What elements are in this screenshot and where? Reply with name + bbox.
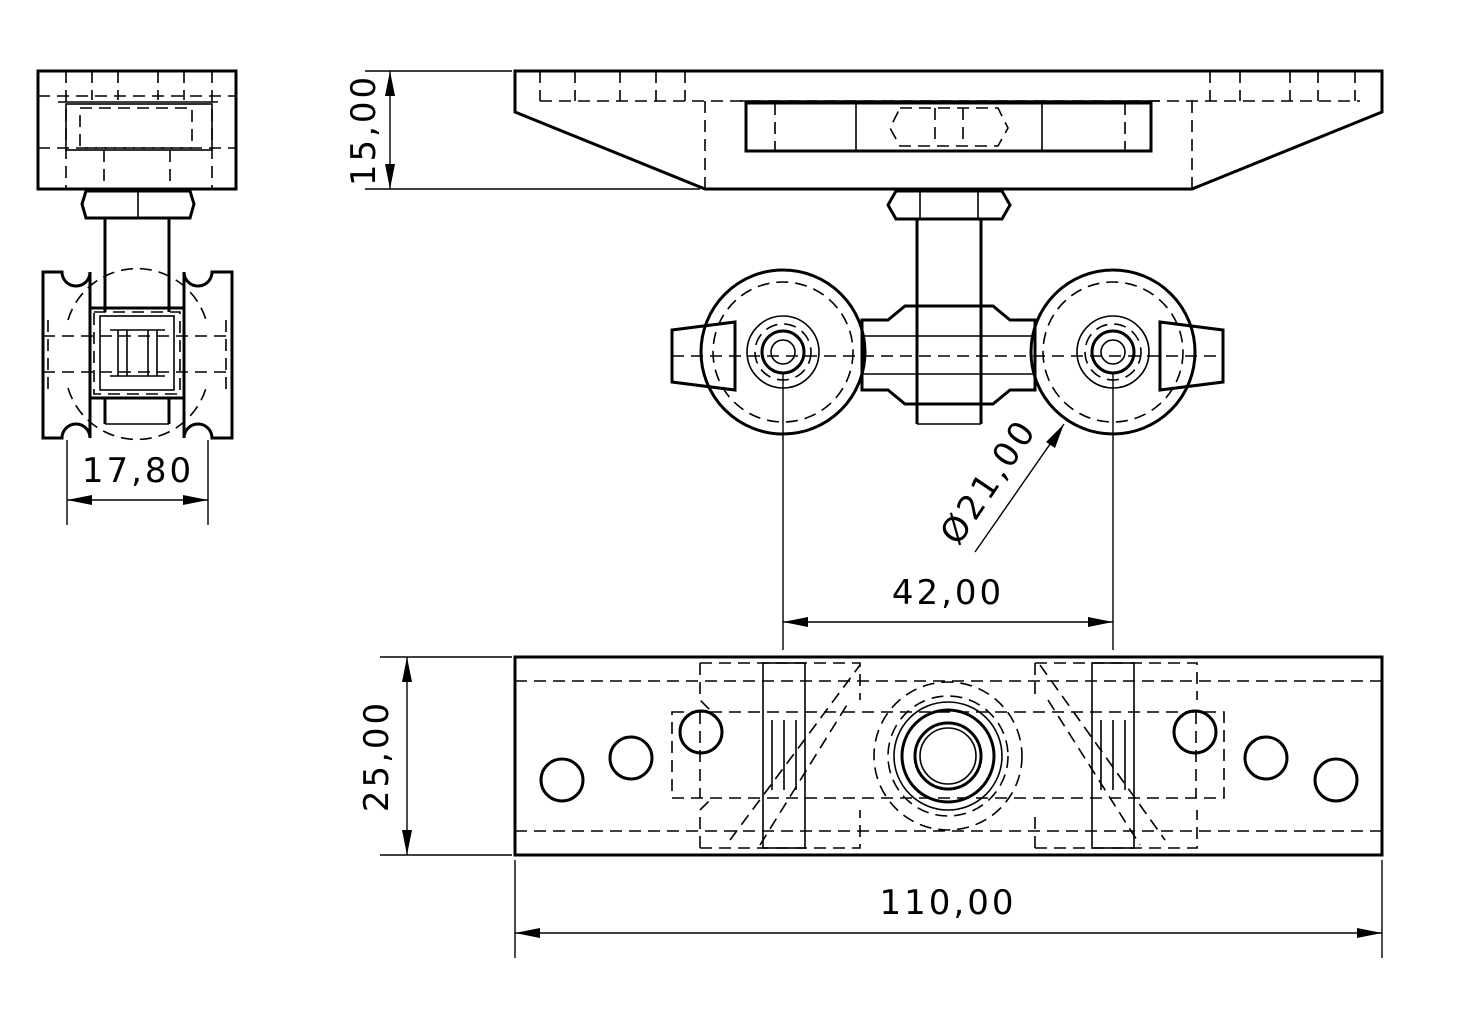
side-view [36, 69, 238, 441]
dimension-42-00: 42,00 [782, 374, 1114, 650]
dimension-diameter-21-00: Ø21,00 [933, 412, 1065, 553]
front-view [513, 69, 1384, 436]
dimension-17-80: 17,80 [66, 440, 209, 525]
top-view [513, 655, 1384, 857]
dimension-15-00: 15,00 [344, 70, 700, 190]
dimension-110-00: 110,00 [514, 860, 1383, 958]
dimension-label-25-00: 25,00 [357, 700, 397, 812]
dimension-label-42-00: 42,00 [892, 573, 1004, 613]
dimension-label-15-00: 15,00 [344, 74, 384, 186]
dimension-label-17-80: 17,80 [82, 451, 194, 491]
dimension-label-110-00: 110,00 [880, 883, 1017, 923]
dimension-25-00: 25,00 [357, 656, 512, 856]
